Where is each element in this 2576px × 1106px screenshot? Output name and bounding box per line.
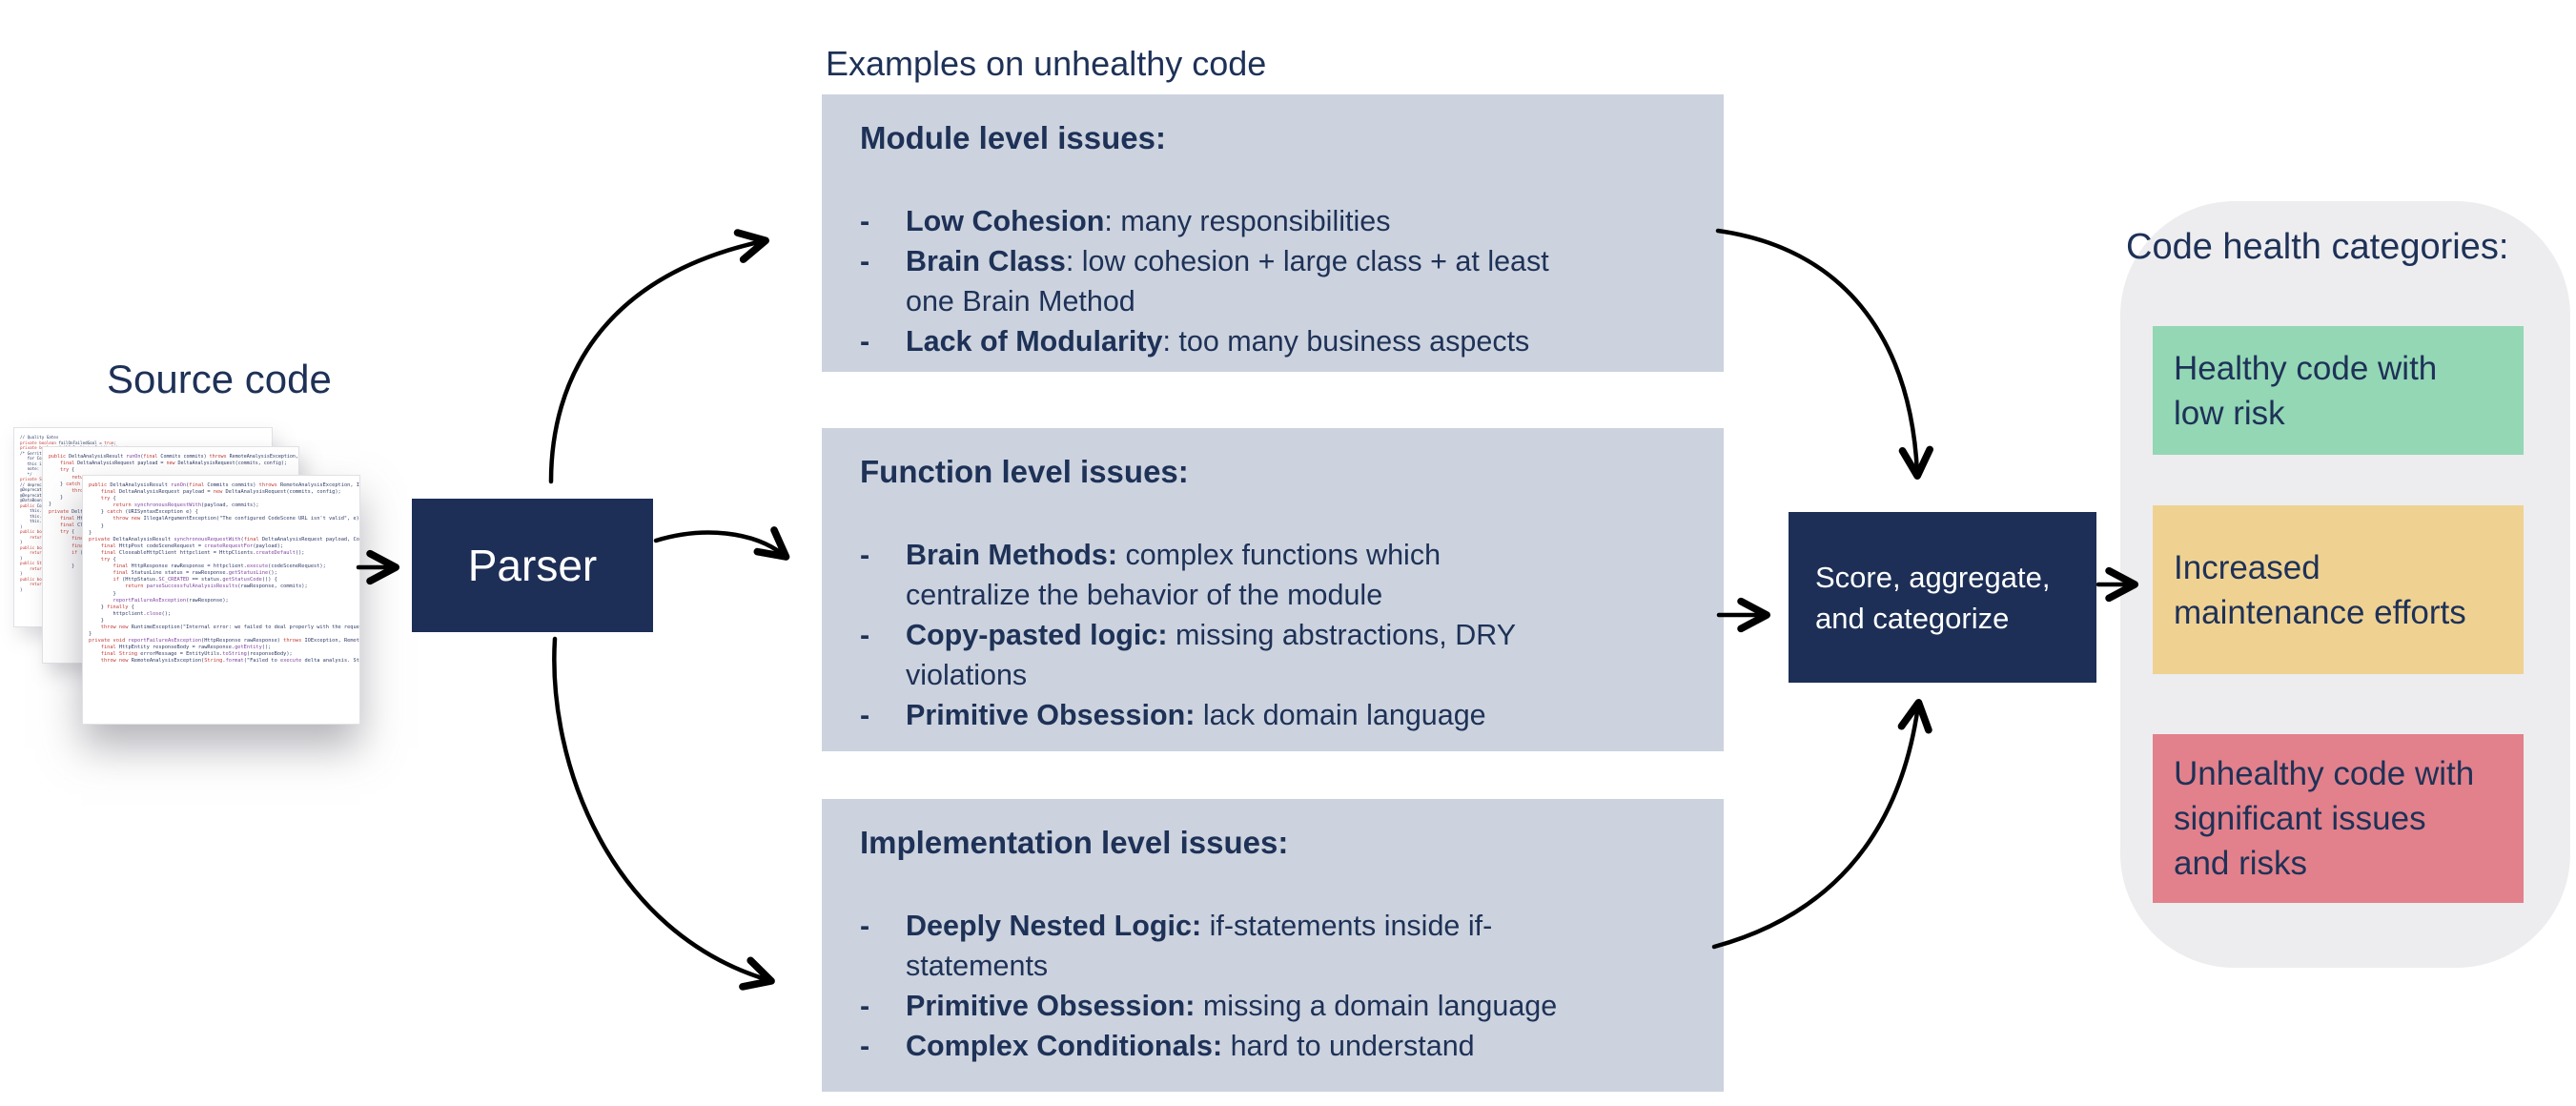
bullet-dash: -	[860, 325, 870, 358]
bullet-dash: -	[860, 205, 870, 237]
function-issues-list: - Brain Methods: complex functions which …	[860, 535, 1697, 735]
implementation-issues-title: Implementation level issues:	[860, 825, 1289, 860]
arrow-implementation-to-score	[1711, 699, 1932, 950]
bullet-item: - Brain Methods: complex functions which …	[860, 535, 1697, 615]
score-line-1: Score, aggregate,	[1815, 560, 2051, 594]
bullet-item: - Brain Class: low cohesion + large class…	[860, 241, 1697, 321]
bullet-dash: -	[860, 910, 870, 942]
score-line-2: and categorize	[1815, 601, 2010, 635]
bullet-text: Deeply Nested Logic: if-statements insid…	[906, 910, 1493, 982]
source-code-label: Source code	[107, 357, 332, 401]
implementation-issues-box: Implementation level issues: - Deeply Nes…	[822, 799, 1724, 1092]
arrow-parser-to-implementation	[552, 636, 775, 991]
bullet-dash: -	[860, 245, 870, 277]
arrow-parser-to-function	[653, 526, 790, 561]
bullet-text: Copy-pasted logic: missing abstractions,…	[906, 619, 1517, 691]
bullet-text: Brain Methods: complex functions which c…	[906, 539, 1441, 611]
bullet-dash: -	[860, 539, 870, 571]
parser-box: Parser	[412, 499, 653, 632]
categories-title: Code health categories:	[2126, 227, 2509, 267]
bullet-dash: -	[860, 1030, 870, 1062]
category-unhealthy: Unhealthy code with significant issues a…	[2153, 734, 2524, 903]
bullet-item: - Low Cohesion: many responsibilities	[860, 201, 1697, 241]
module-issues-title: Module level issues:	[860, 120, 1166, 155]
source-code-page-front: public DeltaAnalysisResult runOn(final C…	[82, 475, 360, 725]
bullet-dash: -	[860, 990, 870, 1022]
bullet-text: Lack of Modularity: too many business as…	[906, 325, 1530, 358]
arrow-parser-to-module	[548, 229, 769, 484]
function-issues-title: Function level issues:	[860, 454, 1189, 489]
bullet-item: - Complex Conditionals: hard to understan…	[860, 1026, 1697, 1066]
bullet-text: Complex Conditionals: hard to understand	[906, 1030, 1475, 1062]
bullet-dash: -	[860, 619, 870, 651]
bullet-text: Primitive Obsession: missing a domain la…	[906, 990, 1558, 1022]
category-healthy: Healthy code with low risk	[2153, 326, 2524, 455]
bullet-item: - Lack of Modularity: too many business a…	[860, 321, 1697, 361]
bullet-text: Primitive Obsession: lack domain languag…	[906, 699, 1486, 731]
bullet-item: - Primitive Obsession: missing a domain l…	[860, 986, 1697, 1026]
module-issues-box: Module level issues: - Low Cohesion: many…	[822, 94, 1724, 372]
bullet-item: - Deeply Nested Logic: if-statements insi…	[860, 906, 1697, 986]
bullet-dash: -	[860, 699, 870, 731]
function-issues-box: Function level issues: - Brain Methods: c…	[822, 428, 1724, 751]
bullet-text: Brain Class: low cohesion + large class …	[906, 245, 1549, 317]
bullet-item: - Primitive Obsession: lack domain langua…	[860, 695, 1697, 735]
implementation-issues-list: - Deeply Nested Logic: if-statements insi…	[860, 906, 1697, 1066]
module-issues-list: - Low Cohesion: many responsibilities - Bra…	[860, 201, 1697, 361]
category-increased-maintenance: Increased maintenance efforts	[2153, 505, 2524, 674]
score-aggregate-box: Score, aggregate, and categorize	[1789, 512, 2096, 683]
arrow-module-to-score	[1715, 228, 1933, 481]
parser-label: Parser	[467, 541, 598, 590]
bullet-text: Low Cohesion: many responsibilities	[906, 205, 1391, 237]
examples-title: Examples on unhealthy code	[826, 44, 1267, 83]
bullet-item: - Copy-pasted logic: missing abstractions…	[860, 615, 1697, 695]
